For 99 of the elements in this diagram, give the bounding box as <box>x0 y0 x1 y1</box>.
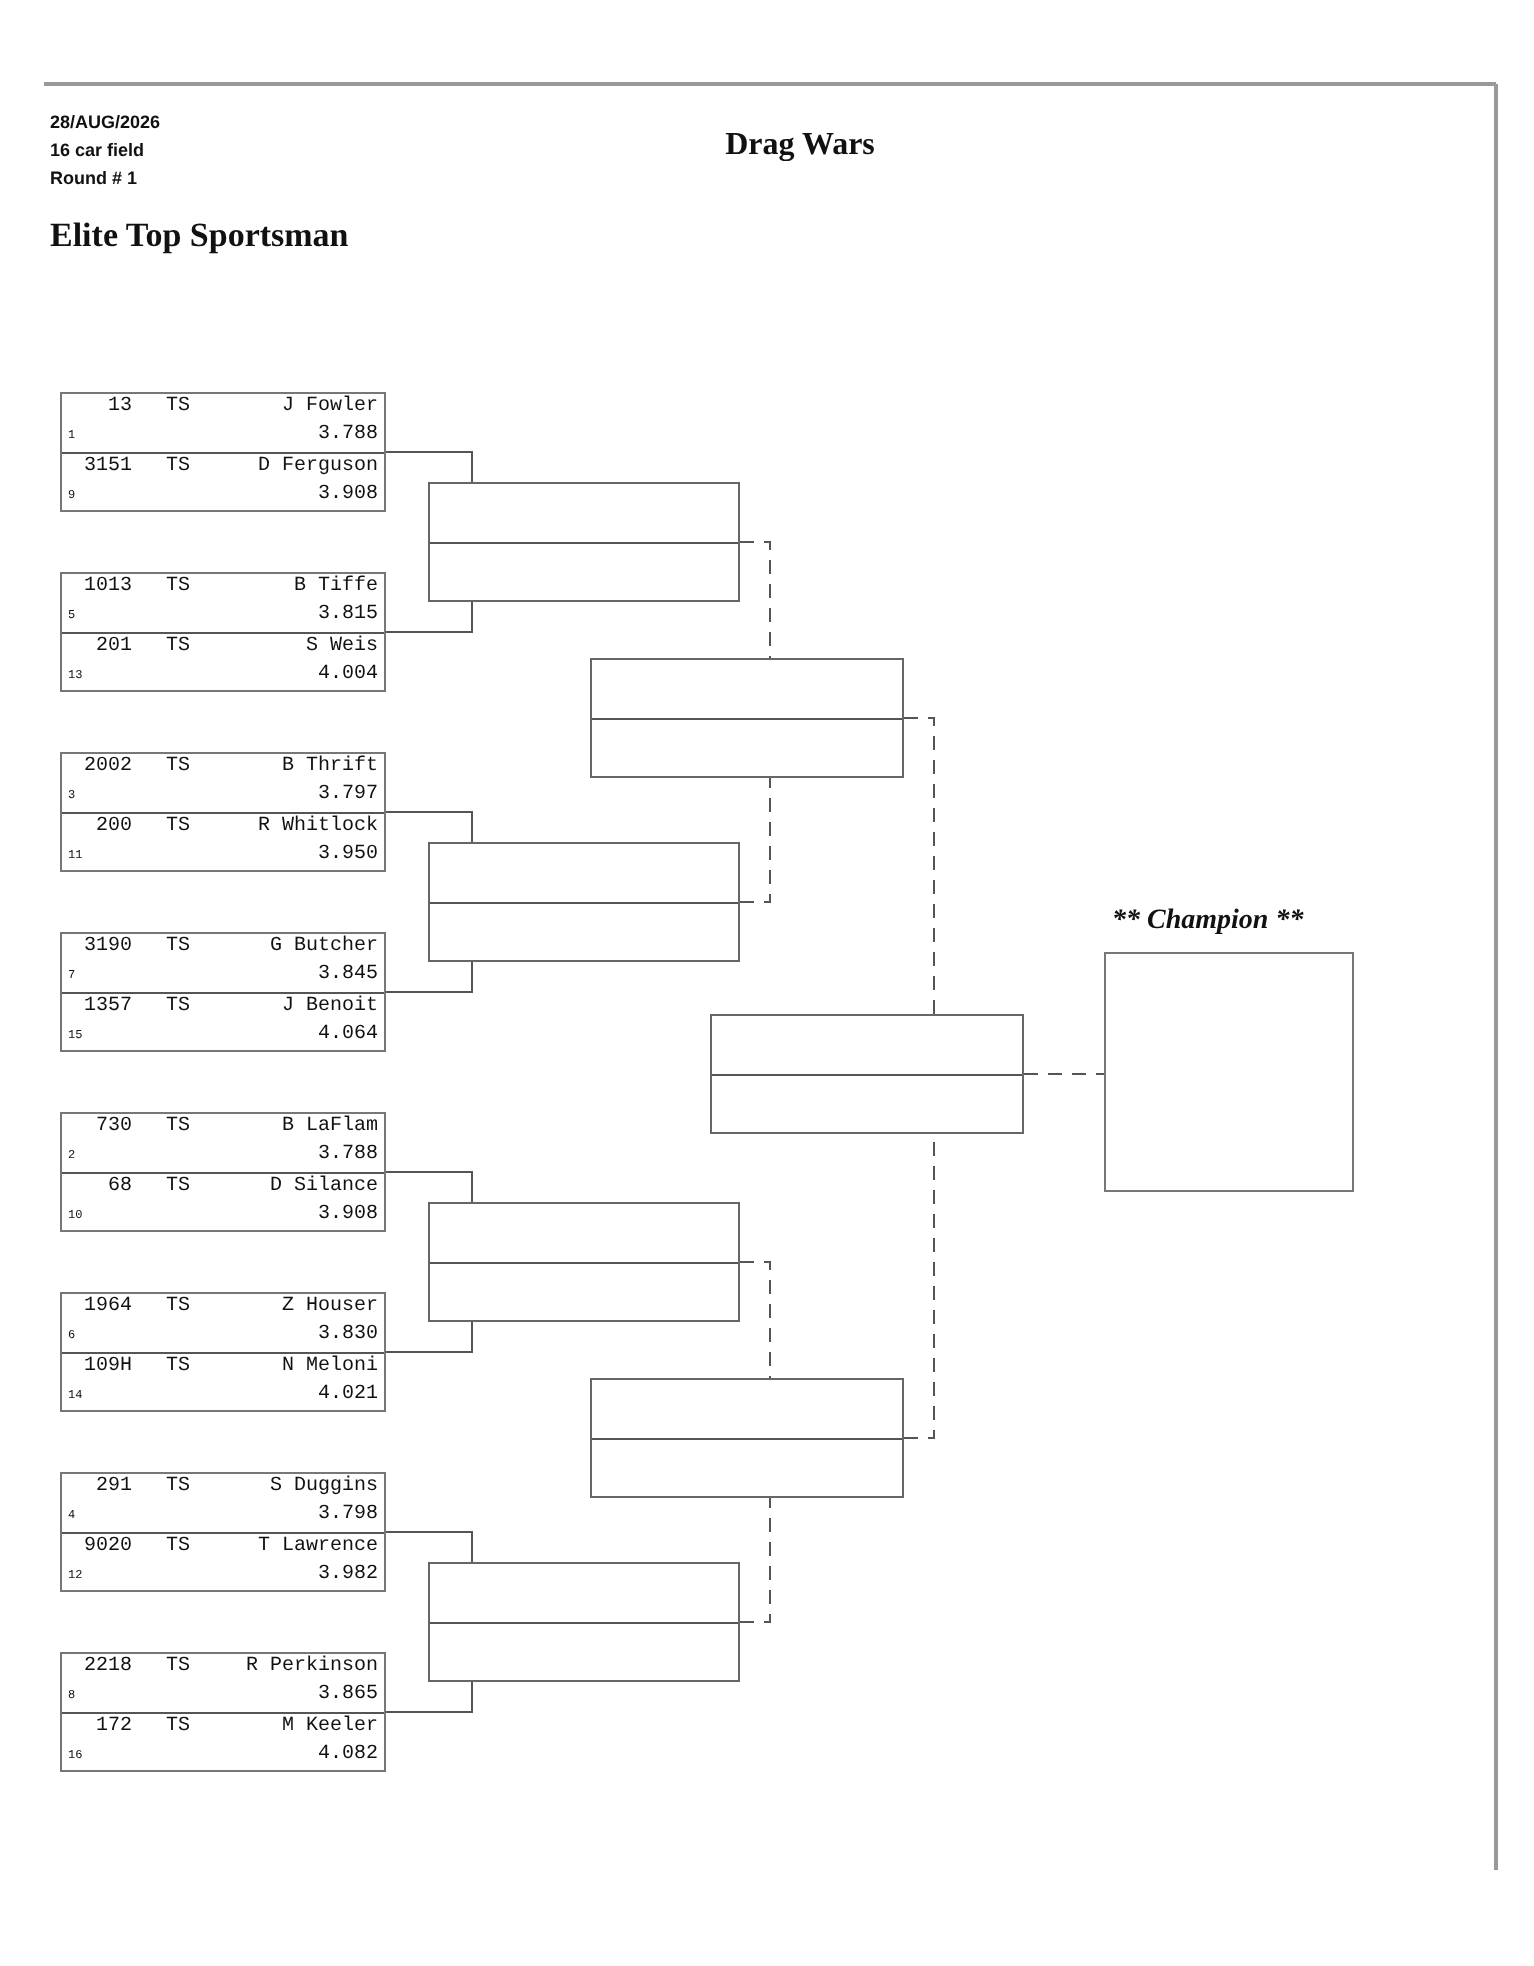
bracket-line <box>385 451 473 483</box>
matchup-box <box>60 1112 386 1232</box>
event-title: Drag Wars <box>723 128 877 164</box>
elapsed-time: 3.845 <box>317 964 378 988</box>
class-code: TS <box>166 576 191 600</box>
bracket-line <box>1023 1073 1105 1075</box>
class-code: TS <box>166 1535 191 1559</box>
class-code: TS <box>166 1116 191 1140</box>
driver-name: Z Houser <box>281 1296 378 1320</box>
driver-name: B LaFlam <box>281 1116 378 1140</box>
class-code: TS <box>166 455 191 479</box>
date-text: 28/AUG/2026 <box>50 112 161 132</box>
driver-name: G Butcher <box>269 936 378 960</box>
car-number: 2002 <box>83 756 132 780</box>
car-number: 3151 <box>83 455 132 479</box>
bracket-line <box>739 777 771 903</box>
bracket-line <box>739 1261 771 1379</box>
bracket-slot <box>428 842 740 962</box>
elapsed-time: 3.908 <box>317 483 378 507</box>
bracket-line <box>903 717 935 1015</box>
class-code: TS <box>166 815 191 839</box>
class-code: TS <box>166 1476 191 1500</box>
bracket-slot <box>590 1378 904 1498</box>
driver-name: B Thrift <box>281 756 378 780</box>
matchup-box <box>60 1292 386 1412</box>
driver-name: R Perkinson <box>245 1656 378 1680</box>
class-code: TS <box>166 1355 191 1379</box>
driver-name: R Whitlock <box>257 815 378 839</box>
driver-name: D Silance <box>269 1175 378 1199</box>
elapsed-time: 4.082 <box>317 1743 378 1767</box>
elapsed-time: 3.830 <box>317 1324 378 1348</box>
bracket-line <box>385 961 473 993</box>
bracket-line <box>385 1531 473 1563</box>
car-number: 200 <box>95 815 132 839</box>
bracket-line <box>385 1171 473 1203</box>
bracket-line <box>739 1497 771 1623</box>
bracket-slot <box>590 658 904 778</box>
car-number: 1964 <box>83 1296 132 1320</box>
driver-name: N Meloni <box>281 1355 378 1379</box>
class-code: TS <box>166 396 191 420</box>
bracket-slot <box>710 1014 1024 1134</box>
elapsed-time: 4.064 <box>317 1023 378 1047</box>
car-number: 3190 <box>83 936 132 960</box>
driver-name: S Weis <box>305 635 378 659</box>
bracket-slot <box>428 482 740 602</box>
bracket-line <box>385 1681 473 1713</box>
car-number: 201 <box>95 635 132 659</box>
car-number: 291 <box>95 1476 132 1500</box>
driver-name: D Ferguson <box>257 455 378 479</box>
car-number: 13 <box>107 396 132 420</box>
elapsed-time: 4.021 <box>317 1383 378 1407</box>
class-code: TS <box>166 1656 191 1680</box>
bracket-slot <box>428 1202 740 1322</box>
round-text: Round # 1 <box>50 168 138 188</box>
class-code: TS <box>166 756 191 780</box>
matchup-box <box>60 572 386 692</box>
bracket-line <box>385 1321 473 1353</box>
bracket-slot <box>428 1562 740 1682</box>
car-number: 730 <box>95 1116 132 1140</box>
car-number: 9020 <box>83 1535 132 1559</box>
elapsed-time: 4.004 <box>317 663 378 687</box>
bracket-line <box>385 811 473 843</box>
car-number: 172 <box>95 1715 132 1739</box>
car-number: 2218 <box>83 1656 132 1680</box>
car-number: 1013 <box>83 576 132 600</box>
class-code: TS <box>166 995 191 1019</box>
elapsed-time: 3.908 <box>317 1203 378 1227</box>
elapsed-time: 3.798 <box>317 1504 378 1528</box>
driver-name: J Benoit <box>281 995 378 1019</box>
driver-name: S Duggins <box>269 1476 378 1500</box>
car-number: 1357 <box>83 995 132 1019</box>
matchup-box <box>60 932 386 1052</box>
elapsed-time: 3.788 <box>317 1144 378 1168</box>
elapsed-time: 3.815 <box>317 604 378 628</box>
class-code: TS <box>166 1175 191 1199</box>
elapsed-time: 3.788 <box>317 424 378 448</box>
driver-name: B Tiffe <box>293 576 378 600</box>
matchup-box <box>60 1652 386 1772</box>
bracket-line <box>385 601 473 633</box>
class-heading: Elite Top Sportsman <box>50 216 349 256</box>
class-code: TS <box>166 635 191 659</box>
elapsed-time: 3.797 <box>317 784 378 808</box>
driver-name: T Lawrence <box>257 1535 378 1559</box>
car-number: 109H <box>83 1355 132 1379</box>
matchup-box <box>60 392 386 512</box>
driver-name: J Fowler <box>281 396 378 420</box>
car-number: 68 <box>107 1175 132 1199</box>
matchup-box <box>60 752 386 872</box>
driver-name: M Keeler <box>281 1715 378 1739</box>
field-size-text: 16 car field <box>50 140 145 160</box>
class-code: TS <box>166 936 191 960</box>
matchup-box <box>60 1472 386 1592</box>
class-code: TS <box>166 1715 191 1739</box>
champion-heading: ** Champion ** <box>1112 906 1304 938</box>
elapsed-time: 3.950 <box>317 843 378 867</box>
bracket-line <box>739 541 771 659</box>
elapsed-time: 3.982 <box>317 1563 378 1587</box>
elapsed-time: 3.865 <box>317 1684 378 1708</box>
class-code: TS <box>166 1296 191 1320</box>
